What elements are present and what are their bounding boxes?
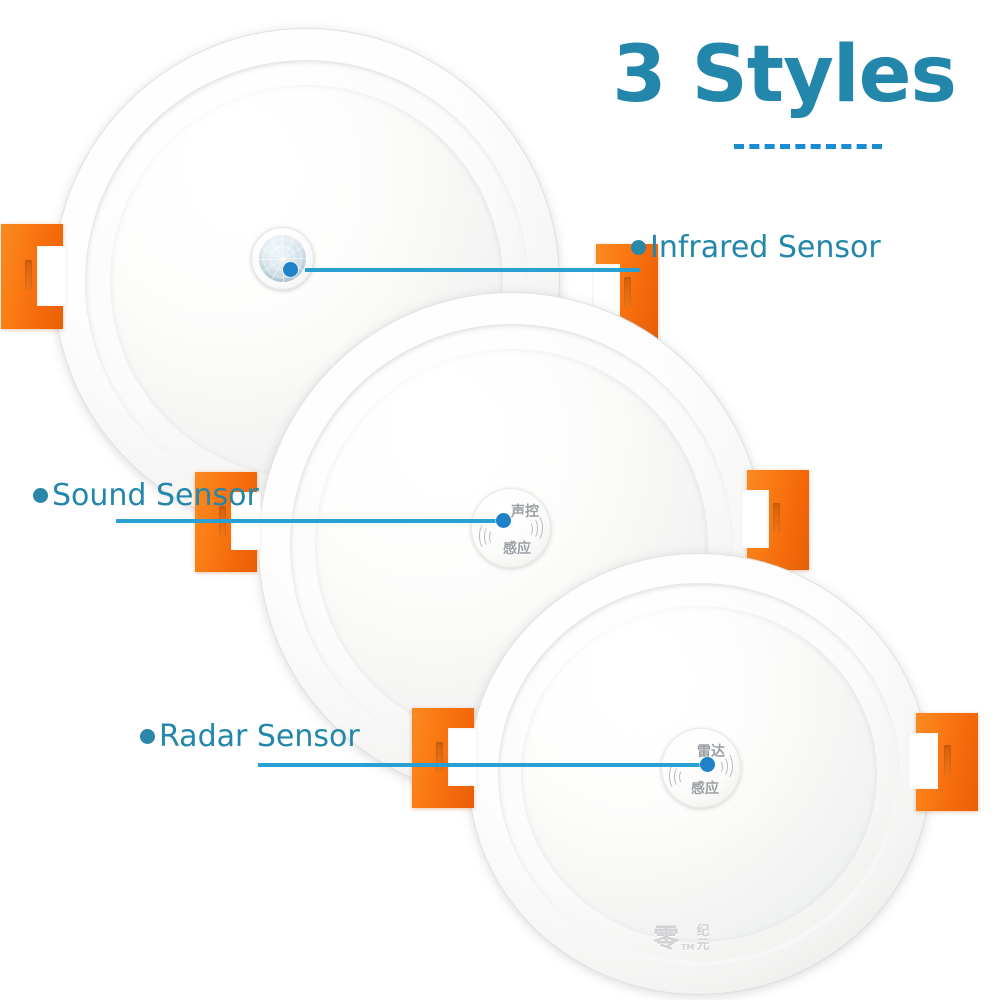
pir-lens-ring-outer (263, 239, 302, 278)
brand-logo-emboss: 零 TM 纪 元 (653, 925, 709, 952)
clip-slot (773, 503, 780, 533)
pir-lens-dome (259, 235, 306, 282)
brand-name-line2: 元 (696, 937, 710, 953)
callout-bullet-infrared (631, 240, 646, 255)
brand-name-line1: 纪 (696, 924, 710, 939)
clip-slot (25, 260, 32, 290)
sound-wave-arcs (471, 488, 551, 568)
leader-line-sound (116, 519, 506, 523)
callout-label-infrared: Infrared Sensor (650, 230, 881, 265)
leader-anchor-sound (496, 513, 511, 528)
title-underline-dashes (734, 144, 882, 149)
clip-notch (448, 728, 478, 786)
spring-clip-right (741, 470, 809, 570)
brand-mark: 零 (653, 924, 680, 955)
radar-sensor-caption-bottom: 感应 (691, 781, 719, 797)
radar-sensor-caption-top: 雷达 (697, 744, 725, 760)
spring-clip-left (412, 708, 478, 808)
sound-sensor-module[interactable]: 声控 感应 (471, 488, 551, 568)
downlight-radar: 雷达 感应 零 TM 纪 元 (412, 553, 978, 995)
clip-slot (436, 742, 443, 772)
callout-bullet-sound (33, 488, 48, 503)
spring-clip-left (1, 224, 67, 329)
radar-sensor-module[interactable]: 雷达 感应 (661, 728, 741, 808)
leader-line-radar (258, 763, 708, 767)
radar-wave-arcs (661, 728, 741, 808)
leader-anchor-radar (700, 757, 715, 772)
clip-slot (624, 277, 631, 307)
infrared-sensor-module[interactable] (251, 227, 314, 290)
page-title: 3 Styles (612, 30, 957, 120)
clip-notch (741, 490, 769, 548)
clip-notch (37, 246, 67, 306)
pir-lens-ring-inner (270, 246, 295, 271)
spring-clip-right (908, 713, 978, 811)
callout-label-sound: Sound Sensor (52, 478, 259, 513)
callout-label-radar: Radar Sensor (159, 719, 360, 754)
clip-notch (908, 733, 938, 789)
sound-sensor-caption-bottom: 感应 (503, 541, 531, 557)
callout-bullet-radar (140, 729, 155, 744)
clip-slot (944, 745, 951, 775)
downlight-infrared (1, 28, 658, 535)
trademark-symbol: TM (681, 943, 695, 953)
leader-line-infrared (305, 268, 640, 272)
brand-name: 纪 元 (696, 925, 709, 952)
leader-anchor-infrared (283, 262, 298, 277)
